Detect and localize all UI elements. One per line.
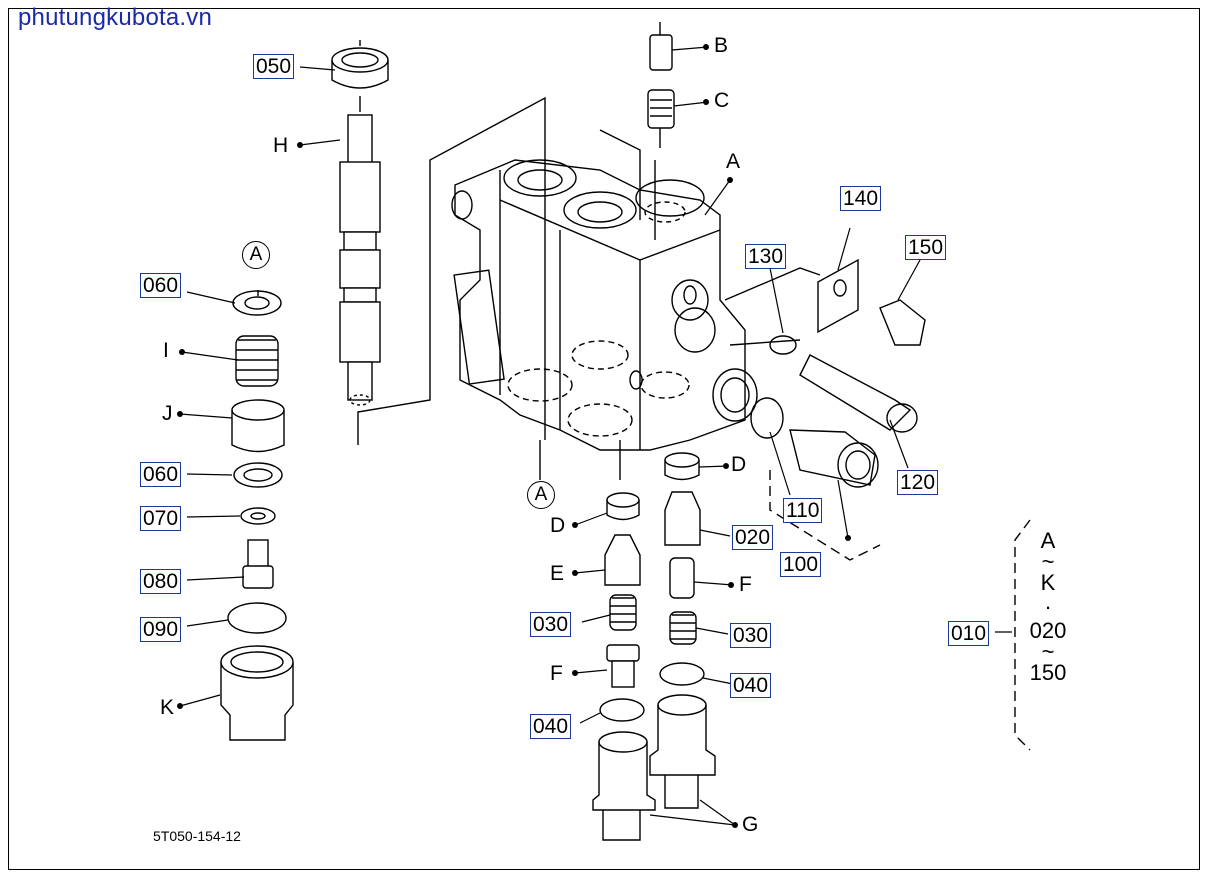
part-070[interactable]: 070	[140, 506, 182, 531]
part-130[interactable]: 130	[745, 244, 787, 269]
bracket-lines	[357, 96, 1031, 751]
right-check-valve	[649, 452, 716, 809]
range-from-a: A	[1040, 528, 1056, 553]
leader-lines	[179, 46, 1012, 826]
range-to-k: K	[1040, 570, 1056, 595]
label-j: J	[162, 402, 173, 425]
label-a-top: A	[726, 150, 741, 173]
range-separator: ·	[1044, 594, 1052, 619]
relief-valve-stack	[220, 290, 294, 741]
part-060-a[interactable]: 060	[140, 273, 182, 298]
label-a-circle-center: A	[527, 481, 555, 509]
label-b: B	[714, 34, 729, 57]
side-fittings	[750, 258, 926, 488]
diagram-frame	[8, 8, 1200, 870]
watermark: phutungkubota.vn	[18, 4, 213, 31]
label-k: K	[160, 696, 175, 719]
range-tilde-2: ~	[1041, 639, 1055, 664]
part-010[interactable]: 010	[948, 621, 990, 646]
part-040-right[interactable]: 040	[730, 673, 772, 698]
part-140[interactable]: 140	[840, 186, 882, 211]
spool-assembly	[331, 40, 389, 406]
range-from-020: 020	[1029, 618, 1067, 643]
label-a-circle-left: A	[242, 241, 270, 269]
label-f-center: F	[550, 662, 563, 685]
kit-range-legend: A ~ K · 020 ~ 150	[1020, 528, 1076, 686]
part-120[interactable]: 120	[897, 470, 939, 495]
part-080[interactable]: 080	[140, 569, 182, 594]
leader-dots	[177, 44, 851, 828]
label-d-right: D	[731, 453, 747, 476]
part-050[interactable]: 050	[253, 54, 295, 79]
part-150[interactable]: 150	[905, 235, 947, 260]
label-f-right: F	[739, 573, 752, 596]
label-i: I	[163, 339, 169, 362]
part-020[interactable]: 020	[732, 525, 774, 550]
valve-body	[451, 159, 758, 451]
range-tilde-1: ~	[1041, 549, 1055, 574]
label-d-center: D	[550, 514, 566, 537]
top-plug-assembly	[647, 22, 675, 148]
label-h: H	[273, 134, 289, 157]
part-030-center[interactable]: 030	[530, 612, 572, 637]
part-100[interactable]: 100	[780, 552, 822, 577]
part-060-b[interactable]: 060	[140, 462, 182, 487]
drawing-code: 5T050-154-12	[153, 828, 241, 844]
label-e: E	[550, 562, 565, 585]
center-check-valve	[592, 492, 656, 841]
part-040-center[interactable]: 040	[530, 714, 572, 739]
label-g: G	[742, 813, 759, 836]
part-030-right[interactable]: 030	[730, 623, 772, 648]
part-110[interactable]: 110	[783, 498, 823, 523]
part-090[interactable]: 090	[140, 617, 182, 642]
range-to-150: 150	[1029, 660, 1067, 685]
label-c: C	[714, 89, 730, 112]
